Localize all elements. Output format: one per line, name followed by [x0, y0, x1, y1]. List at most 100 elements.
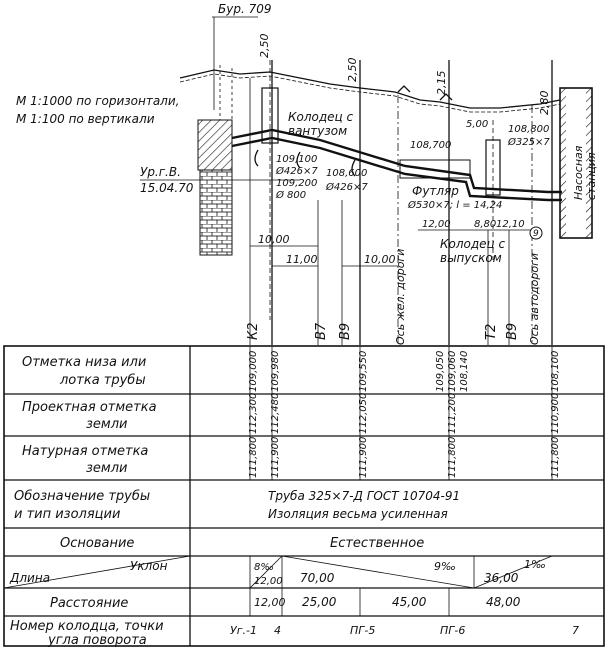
- dim-10-right: 10,00: [364, 253, 396, 266]
- foundation-value: Естественное: [330, 536, 424, 551]
- pipe-325: Ø325×7: [507, 136, 550, 148]
- dim-880: 8,80: [474, 219, 496, 230]
- dim-10-left: 10,00: [258, 233, 290, 246]
- pipeline-top: [231, 128, 562, 194]
- profile-table: Отметка низа или лотка трубы Проектная о…: [3, 345, 605, 648]
- pump-station-label-1: Насосная: [572, 145, 585, 200]
- dist-4500: 45,00: [392, 595, 427, 609]
- utility-label: Т2: [484, 324, 499, 340]
- well-vent-label-2: вантузом: [288, 124, 347, 138]
- utility-label: В7: [314, 322, 329, 340]
- casing-label: Футляр: [412, 184, 459, 198]
- mark-value: 111,800: [550, 437, 561, 478]
- pt-pg5: ПГ-5: [350, 624, 375, 637]
- dist-1200: 12,00: [254, 596, 286, 609]
- row8-label-1: Номер колодца, точки: [10, 619, 164, 634]
- mark-value: 111,900: [358, 437, 369, 478]
- pipe-spec-2: Изоляция весьма усиленная: [268, 507, 448, 521]
- well-outlet-label-1: Колодец с: [440, 237, 506, 251]
- depth-250-b: 2,50: [346, 58, 359, 83]
- row3-label-1: Натурная отметка: [22, 444, 148, 459]
- depth-280: 2,80: [538, 91, 551, 116]
- mark-109100: 109,100: [276, 154, 317, 165]
- pt-7: 7: [572, 624, 579, 637]
- pipe-426-a: Ø426×7: [275, 165, 318, 177]
- row2-label-2: земли: [86, 417, 127, 432]
- slope-diag-3: [473, 555, 553, 589]
- pipe-800: Ø 800: [275, 189, 306, 201]
- row2-label-1: Проектная отметка: [22, 400, 157, 415]
- row5-label: Основание: [60, 536, 134, 551]
- utility-label: К2: [246, 322, 261, 340]
- rail-axis-label: Ось жел. дороги: [394, 249, 407, 345]
- mark-108700: 108,700: [410, 140, 451, 151]
- row7-label: Расстояние: [50, 596, 128, 611]
- len-3600: 36,00: [484, 571, 519, 585]
- mark-value: 110,900: [550, 393, 561, 434]
- dist-4800: 48,00: [486, 595, 521, 609]
- casing: [399, 159, 471, 179]
- slope-diag-1: [249, 555, 283, 589]
- row6-slope: Уклон: [130, 559, 168, 573]
- mark-value: 111,900: [270, 437, 281, 478]
- pipe-spec-1: Труба 325×7-Д ГОСТ 10704-91: [268, 489, 460, 503]
- scale-vertical: М 1:100 по вертикали: [16, 112, 155, 126]
- soil-hatch-block: [197, 119, 233, 171]
- len-1200: 12,00: [254, 576, 283, 587]
- len-7000: 70,00: [300, 571, 335, 585]
- pipe-supports: [254, 149, 356, 177]
- pipe-426-b: Ø426×7: [325, 181, 368, 193]
- mark-value: 109,550: [358, 351, 369, 392]
- pump-station-label-2: станция: [585, 152, 598, 200]
- utility-labels: К2 В7 В9 Т2 В9: [246, 322, 520, 340]
- pump-station-wall-right: [586, 88, 592, 238]
- pt-4: 4: [274, 624, 281, 637]
- row1-label-1: Отметка низа или: [22, 355, 146, 370]
- depth-250-a: 2,50: [258, 34, 271, 59]
- dim-11: 11,00: [286, 253, 318, 266]
- row3-label-2: земли: [86, 461, 127, 476]
- mark-value: 111,800: [248, 437, 259, 478]
- mark-109200: 109,200: [276, 178, 317, 189]
- mark-value: 112,050: [358, 393, 369, 434]
- road-symbols: [397, 85, 453, 101]
- mark-value: 109,050: [435, 351, 446, 392]
- well-vent-label-1: Колодец с: [288, 110, 354, 124]
- dist-2500: 25,00: [302, 595, 337, 609]
- dim-12: 12,00: [422, 219, 451, 230]
- mark-value: 112,480: [270, 393, 281, 434]
- water-level-label: Ур.г.В.: [140, 165, 181, 179]
- utility-label: В9: [505, 323, 520, 340]
- row1-label-2: лотка трубы: [59, 373, 146, 388]
- mark-value: 111,200: [447, 393, 458, 434]
- mark-value: 112,300: [248, 393, 259, 434]
- brick-foundation: [199, 169, 233, 256]
- utility-label: В9: [338, 323, 353, 340]
- mark-108800: 108,800: [508, 124, 549, 135]
- casing-spec: Ø530×7; l = 14,24: [407, 199, 502, 211]
- mark-value: 109,060: [447, 351, 458, 392]
- row8-label-2: угла поворота: [47, 633, 147, 648]
- mark-value: 108,140: [459, 351, 470, 392]
- mark-value: 109,980: [270, 351, 281, 392]
- mark-value: 111,800: [447, 437, 458, 478]
- scale-horizontal: М 1:1000 по горизонтали,: [16, 94, 179, 108]
- depth-215: 2,15: [435, 71, 448, 96]
- borehole-label: Бур. 709: [218, 2, 271, 16]
- row4-label-2: и тип изоляции: [14, 507, 120, 522]
- well-number-circle: [529, 226, 543, 240]
- row6-diagonal: [3, 555, 191, 589]
- ground-surface-hatch: [179, 73, 561, 113]
- well-number: 9: [533, 229, 539, 239]
- slope-8: 8‰: [254, 562, 274, 573]
- road-axis-label: Ось автодороги: [528, 253, 541, 345]
- pump-station-wall: [560, 88, 566, 238]
- slope-diag-2: [281, 555, 475, 589]
- mark-value: 109,000: [248, 351, 259, 392]
- ground-surface: [179, 69, 561, 109]
- row4-label-1: Обозначение трубы: [14, 489, 150, 504]
- water-level-date: 15.04.70: [140, 181, 194, 195]
- dim-500: 5,00: [466, 119, 488, 130]
- table-frame: [3, 345, 605, 647]
